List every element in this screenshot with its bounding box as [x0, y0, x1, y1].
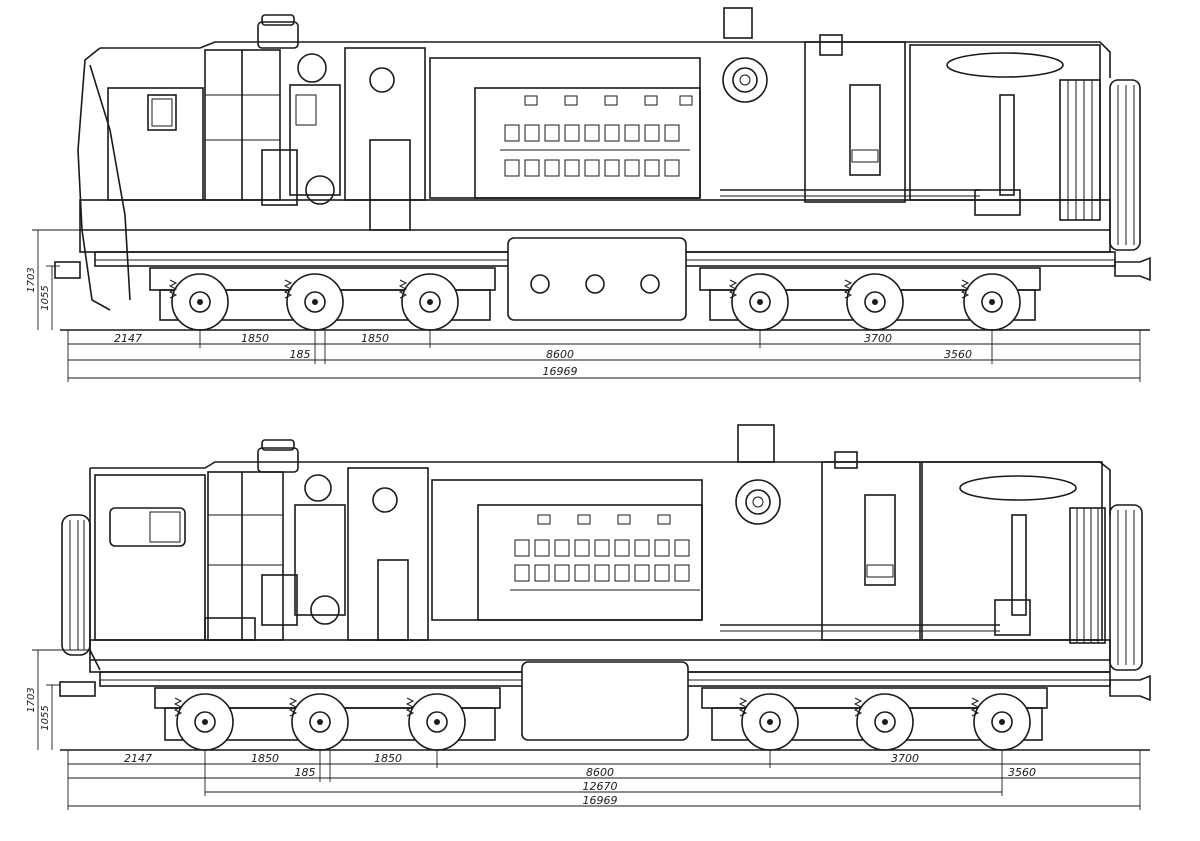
top-dimension-labels: 2147 1850 185 1850 8600 3700 3560 16969 … — [26, 267, 972, 378]
top-dimension-lines — [32, 229, 1141, 382]
bottom-dimension-labels: 2147 1850 185 1850 8600 3700 3560 12670 … — [26, 687, 1036, 807]
top-dim-3700: 3700 — [864, 332, 892, 345]
top-dim-8600: 8600 — [546, 348, 574, 361]
bottom-dim-2147: 2147 — [124, 752, 152, 765]
engine-cylinder-row-upper-bottom — [537, 514, 671, 525]
engine-cylinder-grid — [500, 124, 690, 177]
engine-cylinder-grid-bottom — [510, 539, 700, 591]
bottom-dim-1703: 1703 — [26, 687, 37, 712]
engine-cylinder-row-upper — [524, 95, 693, 106]
top-dim-1055: 1055 — [40, 285, 51, 310]
top-dim-1850-a: 1850 — [241, 332, 269, 345]
bottom-dim-185: 185 — [295, 766, 316, 779]
top-locomotive-elevation — [54, 7, 1151, 331]
top-dim-185: 185 — [290, 348, 311, 361]
bottom-dim-16969: 16969 — [583, 794, 618, 807]
top-dim-16969: 16969 — [543, 365, 578, 378]
top-dim-1703: 1703 — [26, 267, 37, 292]
springs-bottom — [173, 697, 980, 717]
top-dim-2147: 2147 — [114, 332, 142, 345]
bottom-dim-3560: 3560 — [1008, 766, 1036, 779]
springs-top — [168, 279, 970, 299]
bottom-dimension-lines — [32, 649, 1141, 810]
bottom-dim-1850-a: 1850 — [251, 752, 279, 765]
radiator-fins-top — [1067, 80, 1093, 220]
wheels-top — [171, 273, 1021, 331]
bottom-dim-1055: 1055 — [40, 705, 51, 730]
radiator-fins-bottom — [1076, 508, 1099, 643]
top-dim-3560: 3560 — [944, 348, 972, 361]
bottom-dim-1850-b: 1850 — [374, 752, 402, 765]
bottom-dim-3700: 3700 — [891, 752, 919, 765]
bottom-locomotive-elevation — [59, 424, 1151, 751]
top-dim-1850-b: 1850 — [361, 332, 389, 345]
bottom-dim-12670: 12670 — [583, 780, 618, 793]
wheels-bottom — [176, 693, 1031, 751]
bottom-dim-8600: 8600 — [586, 766, 614, 779]
